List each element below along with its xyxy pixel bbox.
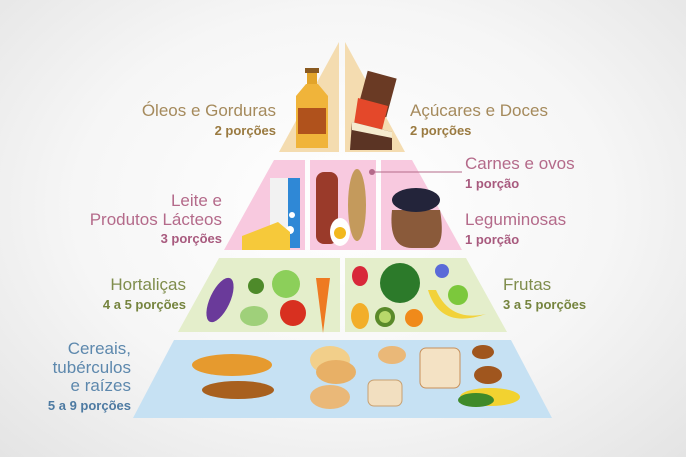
oil-bottle-icon [296, 68, 328, 148]
group-name: Hortaliças [110, 275, 186, 294]
breads-icon [192, 345, 520, 409]
group-name: Açúcares e Doces [410, 101, 548, 120]
group-name-line1: Leite e [170, 191, 222, 210]
group-portions: 5 a 9 porções [47, 398, 131, 414]
group-name-line2: Produtos Lácteos [89, 209, 222, 229]
beans-sack-icon [391, 188, 442, 248]
vegetables-icon [206, 270, 330, 333]
group-portions: 4 a 5 porções [102, 296, 186, 312]
group-portions: 3 porções [160, 231, 222, 247]
chocolate-cake-icon [350, 70, 397, 150]
group-portions: 1 porção [465, 175, 520, 191]
fruits-icon [351, 263, 486, 329]
label-acucares: Açúcares e Doces 2 porções [410, 101, 548, 138]
label-oleos: Óleos e Gorduras 2 porções [141, 101, 276, 138]
meat-fish-egg-icon [316, 169, 366, 246]
group-name: Leguminosas [465, 210, 567, 229]
carnes-connector [369, 169, 462, 175]
group-portions: 2 porções [214, 122, 276, 138]
label-frutas: Frutas 3 a 5 porções [503, 275, 587, 312]
group-name-line1: Cereais, [67, 339, 131, 358]
tier-frutas [345, 258, 507, 332]
label-cereais: Cereais, tubérculos e raízes 5 a 9 porçõ… [47, 339, 131, 414]
label-hortalicas: Hortaliças 4 a 5 porções [102, 275, 186, 312]
group-name: Frutas [503, 275, 552, 294]
label-leite: Leite e Produtos Lácteos 3 porções [89, 191, 222, 247]
label-leguminosas: Leguminosas 1 porção [465, 210, 567, 247]
group-name: Óleos e Gorduras [141, 101, 276, 120]
group-name: Carnes e ovos [465, 154, 575, 173]
group-name-line2: tubérculos [52, 357, 131, 377]
group-portions: 1 porção [465, 231, 520, 247]
group-name-line3: e raízes [70, 376, 131, 396]
label-carnes: Carnes e ovos 1 porção [465, 154, 575, 191]
milk-cheese-icon [242, 178, 300, 250]
group-portions: 3 a 5 porções [503, 296, 587, 312]
group-portions: 2 porções [410, 122, 472, 138]
